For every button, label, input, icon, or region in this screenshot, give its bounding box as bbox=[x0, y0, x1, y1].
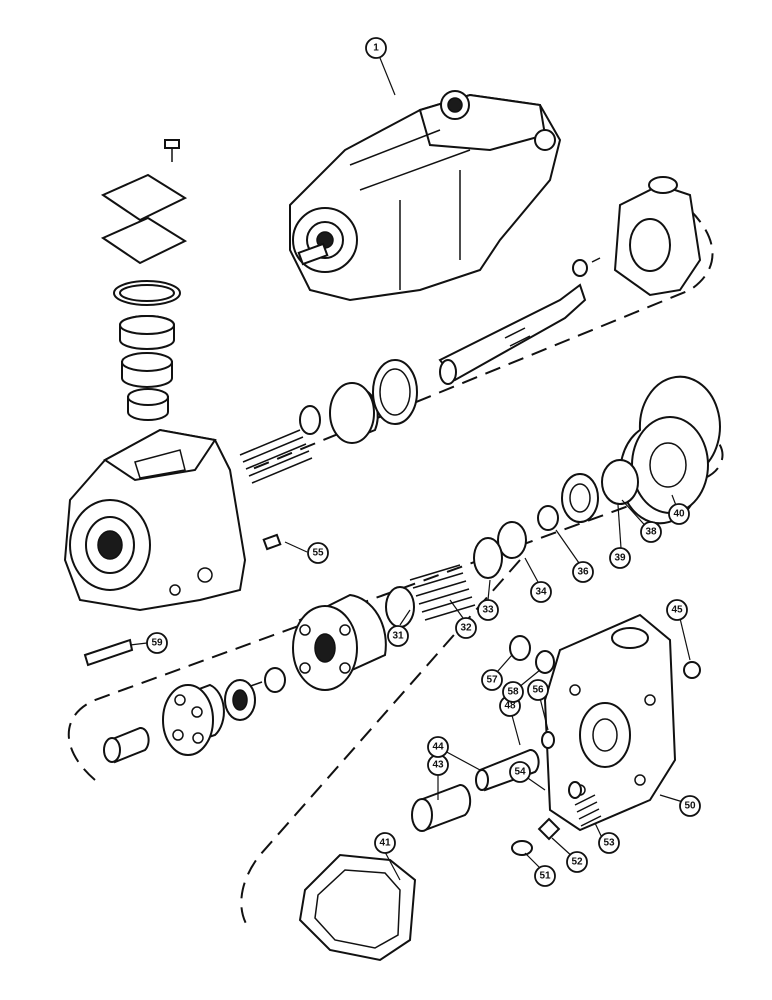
callout-44: 44 bbox=[427, 736, 449, 758]
callout-1: 1 bbox=[365, 37, 387, 59]
callout-label: 57 bbox=[486, 675, 498, 686]
callout-38: 38 bbox=[640, 521, 662, 543]
callout-label: 32 bbox=[460, 623, 472, 634]
lower-left-parts bbox=[83, 638, 286, 764]
callout-55: 55 bbox=[307, 542, 329, 564]
callout-label: 51 bbox=[539, 871, 551, 882]
callout-label: 56 bbox=[532, 685, 544, 696]
callout-label: 50 bbox=[684, 801, 696, 812]
callout-label: 43 bbox=[432, 760, 444, 771]
callout-53: 53 bbox=[598, 832, 620, 854]
callout-50: 50 bbox=[679, 795, 701, 817]
callout-58: 58 bbox=[502, 681, 524, 703]
callout-36: 36 bbox=[572, 561, 594, 583]
callout-label: 52 bbox=[571, 857, 583, 868]
callout-label: 1 bbox=[373, 43, 379, 54]
middle-bearing-row bbox=[262, 375, 721, 628]
end-cap-assembly bbox=[298, 613, 701, 962]
callout-57: 57 bbox=[481, 669, 503, 691]
callout-34: 34 bbox=[530, 581, 552, 603]
callout-label: 33 bbox=[482, 605, 494, 616]
callout-label: 53 bbox=[603, 838, 615, 849]
callout-label: 40 bbox=[673, 509, 685, 520]
cylinder-block bbox=[292, 593, 387, 691]
callout-label: 44 bbox=[432, 742, 444, 753]
callout-40: 40 bbox=[668, 503, 690, 525]
callout-39: 39 bbox=[609, 547, 631, 569]
callout-label: 45 bbox=[671, 605, 683, 616]
callout-label: 41 bbox=[379, 838, 391, 849]
callout-51: 51 bbox=[534, 865, 556, 887]
upper-shaft-group bbox=[239, 283, 587, 484]
callout-label: 39 bbox=[614, 553, 626, 564]
callout-label: 59 bbox=[151, 638, 163, 649]
callout-label: 38 bbox=[645, 527, 657, 538]
callout-33: 33 bbox=[477, 599, 499, 621]
callout-label: 58 bbox=[507, 687, 519, 698]
callout-label: 48 bbox=[504, 701, 516, 712]
callout-59: 59 bbox=[146, 632, 168, 654]
callout-52: 52 bbox=[566, 851, 588, 873]
swashplate-yoke bbox=[572, 176, 702, 297]
pump-housing bbox=[63, 428, 247, 612]
callout-43: 43 bbox=[427, 754, 449, 776]
callout-label: 34 bbox=[535, 587, 547, 598]
cover-stack bbox=[100, 139, 188, 421]
callout-41: 41 bbox=[374, 832, 396, 854]
callout-label: 36 bbox=[577, 567, 589, 578]
assembly-guide-upper bbox=[249, 209, 714, 471]
callout-56: 56 bbox=[527, 679, 549, 701]
callout-label: 31 bbox=[392, 631, 404, 642]
assembled-pump bbox=[289, 90, 562, 302]
callout-54: 54 bbox=[509, 761, 531, 783]
callout-label: 54 bbox=[514, 767, 526, 778]
assembly-guide-lower bbox=[240, 559, 521, 931]
callout-31: 31 bbox=[387, 625, 409, 647]
callout-32: 32 bbox=[455, 617, 477, 639]
assembly-guide-middle bbox=[67, 429, 724, 781]
callout-label: 55 bbox=[312, 548, 324, 559]
callout-45: 45 bbox=[666, 599, 688, 621]
